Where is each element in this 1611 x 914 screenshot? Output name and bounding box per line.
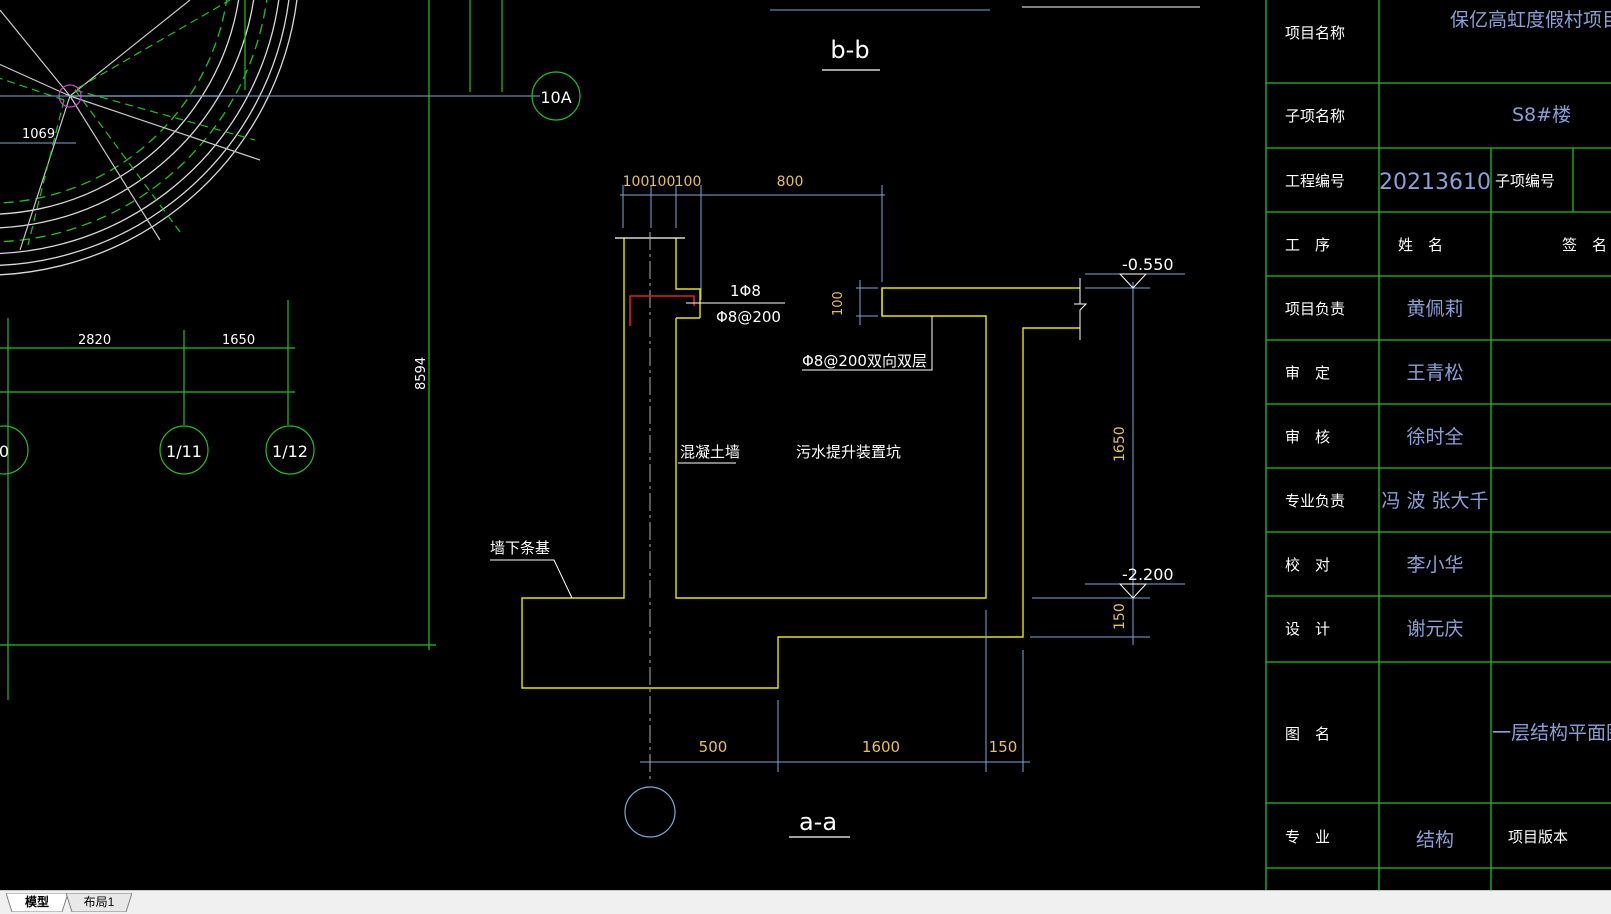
tb-role-3: 专业负责 xyxy=(1285,492,1345,510)
tb-project-name-value: 保亿高虹度假村项目（一 xyxy=(1450,9,1611,31)
tb-role-1: 审 定 xyxy=(1285,364,1330,382)
rebar-label-3: Φ8@200双向双层 xyxy=(802,352,927,370)
tab-model[interactable]: 模型 xyxy=(6,893,68,912)
axis-bubble-10a: 10A xyxy=(540,88,571,107)
label-concrete-wall: 混凝土墙 xyxy=(680,443,740,461)
label-sewage-pit: 污水提升装置坑 xyxy=(796,443,901,461)
axis-bubble-1-11: 1/11 xyxy=(166,442,202,461)
tb-name-3: 冯 波 张大千 xyxy=(1381,490,1488,512)
tb-discipline-label: 专 业 xyxy=(1285,828,1330,846)
dim-bottom-500: 500 xyxy=(699,738,728,756)
dim-1650-right: 1650 xyxy=(1112,426,1128,462)
dim-8594: 8594 xyxy=(414,357,429,390)
tb-project-no-label: 工程编号 xyxy=(1285,172,1345,190)
axis-bubble-0: 0 xyxy=(0,442,9,461)
tb-discipline-value: 结构 xyxy=(1416,829,1454,851)
dim-top-1: 100 xyxy=(623,174,650,190)
section-bb-label: b-b xyxy=(830,36,869,64)
section-bb: b-b xyxy=(770,6,1200,71)
tb-process-label: 工 序 xyxy=(1285,236,1330,254)
tb-name-1: 王青松 xyxy=(1406,362,1463,384)
tb-role-2: 审 核 xyxy=(1285,428,1330,446)
rebar-label-2: Φ8@200 xyxy=(716,308,781,326)
dim-top-2: 100 xyxy=(649,174,676,190)
dim-bottom-1600: 1600 xyxy=(862,738,900,756)
label-strip-footing: 墙下条基 xyxy=(490,539,550,557)
tb-project-name-label: 项目名称 xyxy=(1285,24,1345,42)
tb-name-0: 黄佩莉 xyxy=(1406,298,1463,320)
tb-name-5: 谢元庆 xyxy=(1406,618,1463,640)
tb-subitem-no-label: 子项编号 xyxy=(1495,172,1555,190)
elevation-top: -0.550 xyxy=(1122,255,1174,274)
dim-2820: 2820 xyxy=(78,333,111,348)
dim-top-4: 800 xyxy=(777,174,804,190)
title-block: 项目名称 子项名称 工程编号 子项编号 工 序 姓 名 签 名 项目负责 审 定… xyxy=(1265,0,1611,890)
elevation-bottom: -2.200 xyxy=(1122,565,1174,584)
dim-top-3: 100 xyxy=(675,174,702,190)
tb-role-5: 设 计 xyxy=(1285,620,1330,638)
axis-bubble-1-12: 1/12 xyxy=(272,442,308,461)
tb-name-2: 徐时全 xyxy=(1406,426,1463,448)
tb-version-label: 项目版本 xyxy=(1508,828,1568,846)
dim-1069: 1069 xyxy=(22,127,55,142)
tb-subproject-label: 子项名称 xyxy=(1285,107,1345,125)
tab-layout1-label: 布局1 xyxy=(83,895,115,909)
tb-drawing-name-label: 图 名 xyxy=(1285,725,1330,743)
cad-drawing-canvas[interactable]: 1069 2820 1650 8594 10A 0 1/11 1/12 b-b … xyxy=(0,0,1611,890)
tb-role-4: 校 对 xyxy=(1285,556,1330,574)
plan-detail: 1069 2820 1650 8594 10A 0 1/11 1/12 xyxy=(0,0,581,700)
dim-bottom-150: 150 xyxy=(989,738,1018,756)
section-aa: 100 100 100 800 1Φ8 Φ8@200 Φ8@200双向双层 xyxy=(490,174,1185,838)
dim-150-right: 150 xyxy=(1112,603,1128,630)
tb-name-4: 李小华 xyxy=(1406,554,1463,576)
tb-role-0: 项目负责 xyxy=(1285,300,1345,318)
tb-subproject-value: S8#楼 xyxy=(1512,104,1571,126)
tb-sign-header: 签 名 xyxy=(1562,236,1607,254)
tb-name-header: 姓 名 xyxy=(1398,236,1443,254)
layout-tab-bar: 模型 布局1 xyxy=(0,890,1611,914)
tab-layout1[interactable]: 布局1 xyxy=(66,893,132,912)
dim-1650-left: 1650 xyxy=(222,333,255,348)
section-aa-label: a-a xyxy=(799,808,837,836)
tab-model-label: 模型 xyxy=(24,895,49,909)
tb-project-no-value: 20213610 xyxy=(1379,170,1491,195)
dim-100-side: 100 xyxy=(831,291,846,316)
rebar-label-1: 1Φ8 xyxy=(730,282,761,300)
tb-drawing-name-value: 一层结构平面图 xyxy=(1492,722,1611,744)
